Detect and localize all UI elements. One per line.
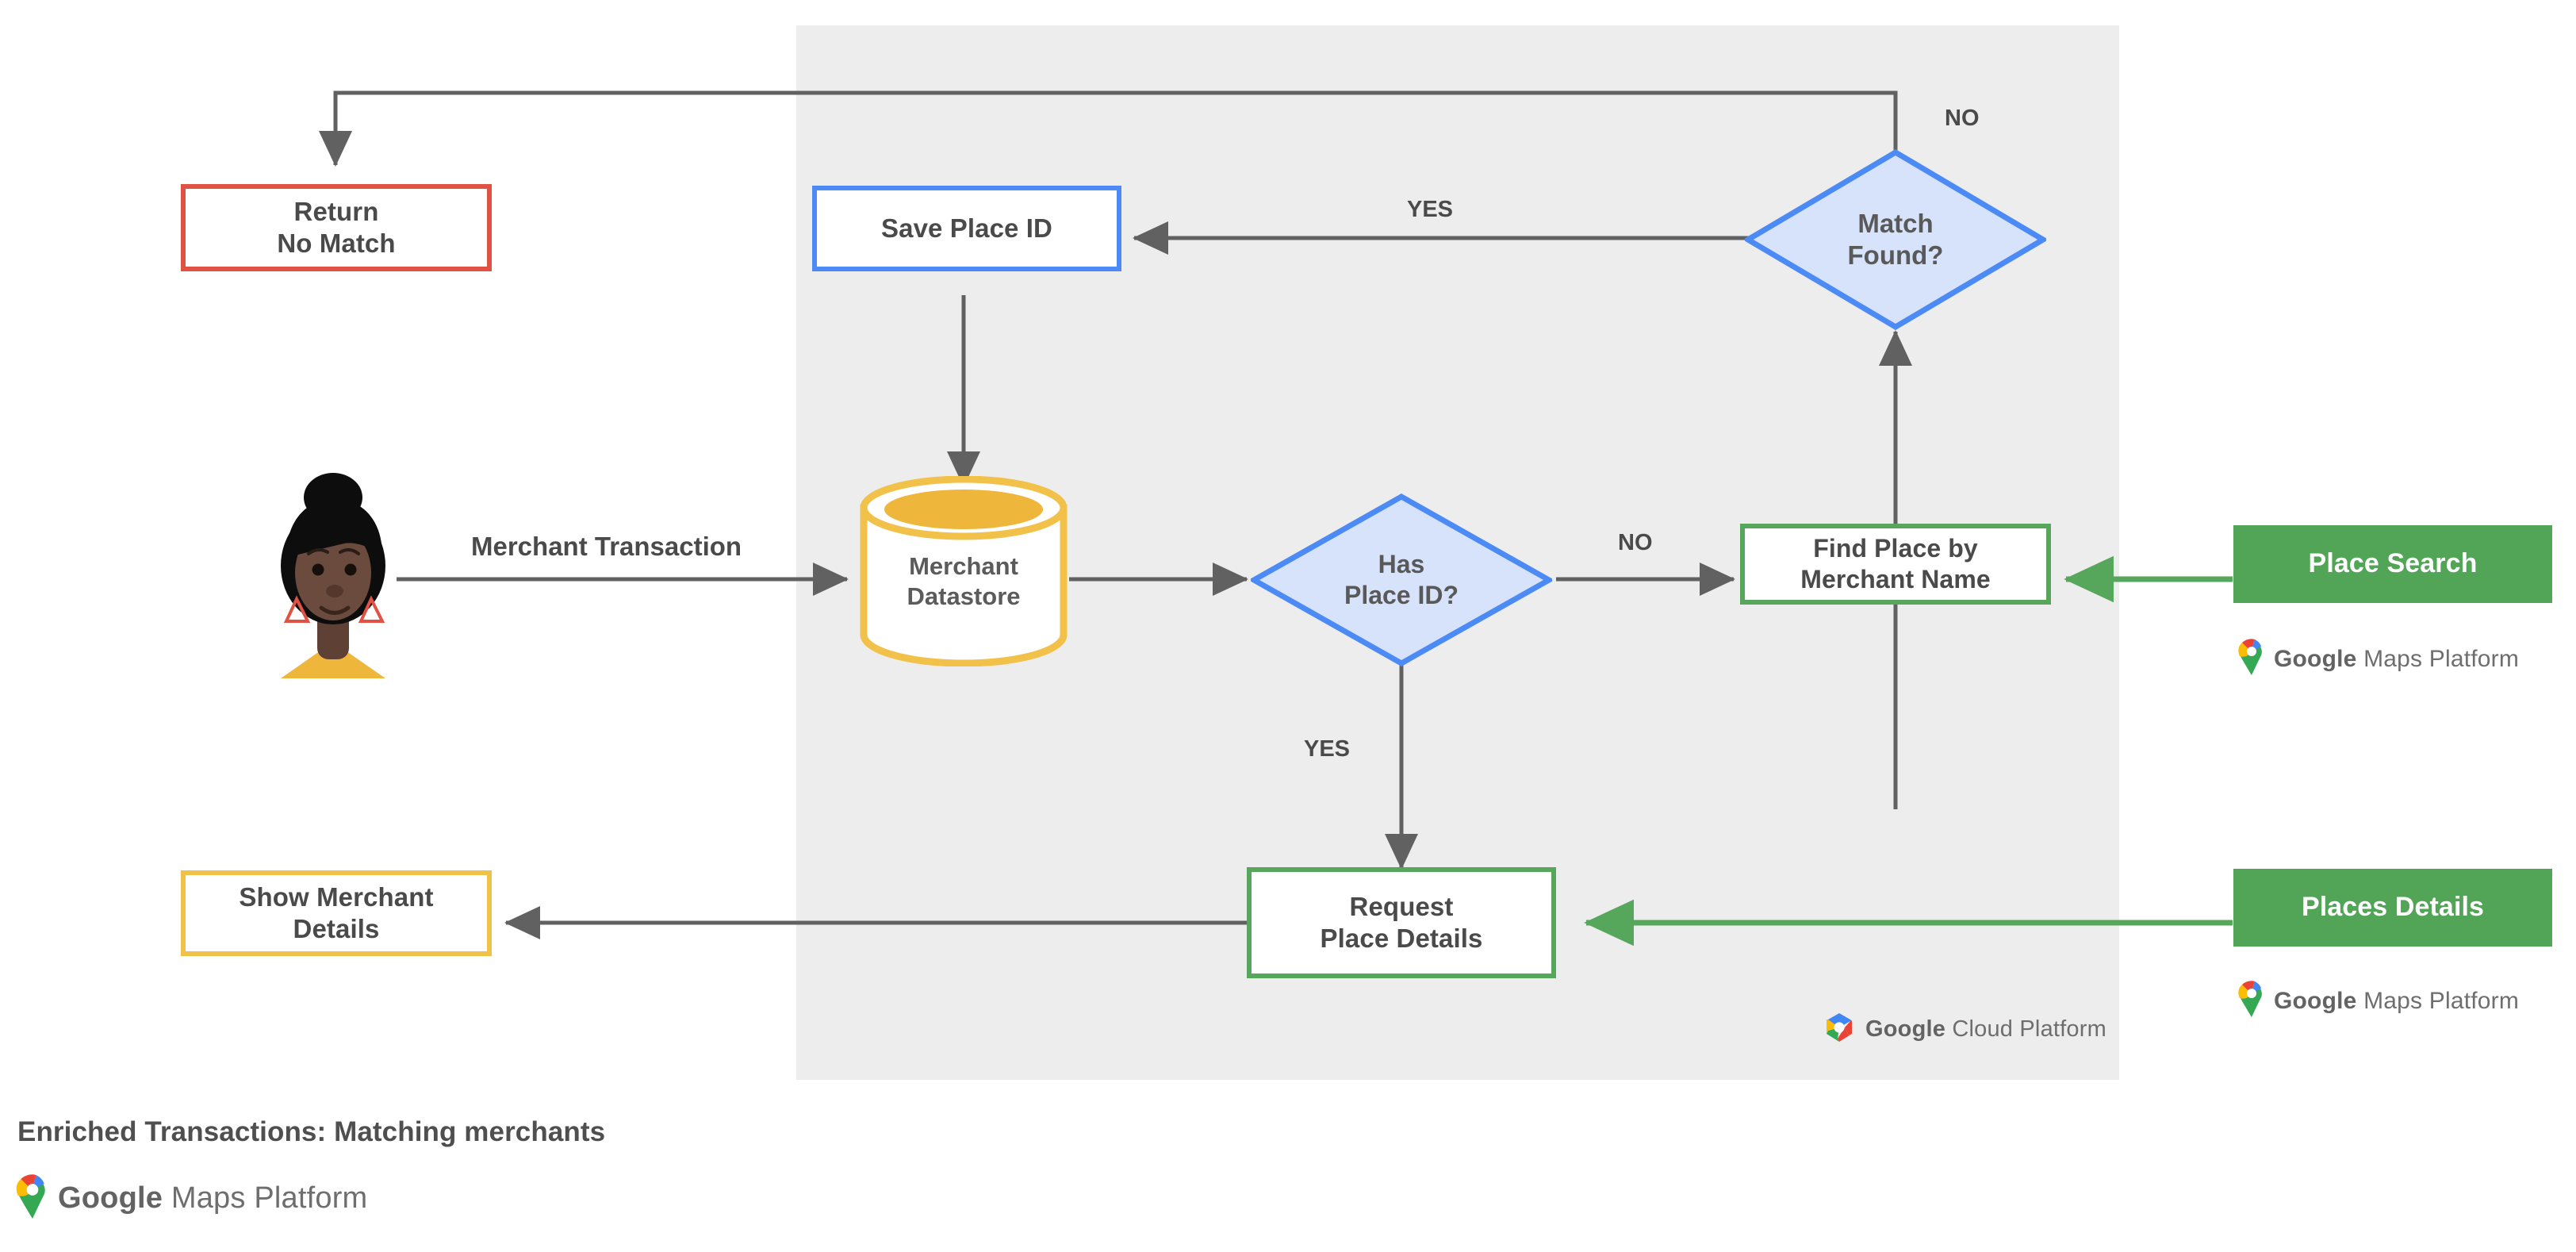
edge-label-match-found-yes: YES [1407, 197, 1454, 222]
node-merchant-datastore[interactable]: Merchant Datastore [857, 475, 1071, 667]
request-details-line-1: Request [1349, 891, 1454, 921]
save-place-id-label: Save Place ID [881, 213, 1052, 243]
edge-label-has-place-id-yes: YES [1304, 736, 1351, 762]
find-place-line-2: Merchant Name [1800, 565, 1991, 593]
google-maps-pin-icon [2238, 639, 2265, 679]
page-title: Enriched Transactions: Matching merchant… [17, 1116, 606, 1147]
maps-platform-wordmark: Google Maps Platform [2274, 645, 2520, 672]
node-return-no-match[interactable]: Return No Match [181, 184, 492, 271]
places-details-label: Places Details [2301, 892, 2485, 923]
node-place-search[interactable]: Place Search [2233, 525, 2552, 603]
maps-platform-wordmark: Google Maps Platform [58, 1181, 368, 1215]
maps-platform-lockup-places-details: Google Maps Platform [2238, 981, 2519, 1021]
node-show-merchant-details[interactable]: Show Merchant Details [181, 870, 492, 956]
google-maps-pin-icon [16, 1174, 49, 1223]
wire-match-found-no-to-return [318, 90, 1898, 167]
maps-platform-wordmark: Google Maps Platform [2274, 987, 2520, 1014]
node-save-place-id[interactable]: Save Place ID [812, 186, 1121, 271]
show-merchant-line-2: Details [293, 914, 380, 943]
return-no-match-line-2: No Match [277, 229, 396, 258]
node-request-place-details[interactable]: Request Place Details [1247, 867, 1556, 978]
edge-label-merchant-transaction: Merchant Transaction [471, 532, 742, 561]
person-avatar-icon [262, 464, 404, 678]
find-place-line-1: Find Place by [1813, 533, 1978, 563]
return-no-match-line-1: Return [293, 196, 379, 226]
google-cloud-platform-lockup: Google Cloud Platform [1823, 1011, 2106, 1048]
node-match-found[interactable]: Match Found? [1745, 149, 2046, 330]
place-search-label: Place Search [2308, 548, 2478, 579]
request-details-line-2: Place Details [1320, 924, 1483, 953]
google-cloud-hexagon-icon [1823, 1011, 1856, 1048]
node-places-details[interactable]: Places Details [2233, 869, 2552, 947]
show-merchant-line-1: Show Merchant [239, 881, 434, 912]
maps-platform-lockup-footer: Google Maps Platform [16, 1174, 367, 1223]
edge-label-match-found-no: NO [1945, 106, 1980, 131]
node-has-place-id[interactable]: Has Place ID? [1251, 494, 1552, 666]
edge-label-has-place-id-no: NO [1618, 530, 1653, 555]
maps-platform-lockup-place-search: Google Maps Platform [2238, 639, 2519, 679]
google-cloud-wordmark: Google Cloud Platform [1865, 1016, 2106, 1042]
node-find-place-by-merchant-name[interactable]: Find Place by Merchant Name [1740, 524, 2051, 605]
google-maps-pin-icon [2238, 981, 2265, 1021]
